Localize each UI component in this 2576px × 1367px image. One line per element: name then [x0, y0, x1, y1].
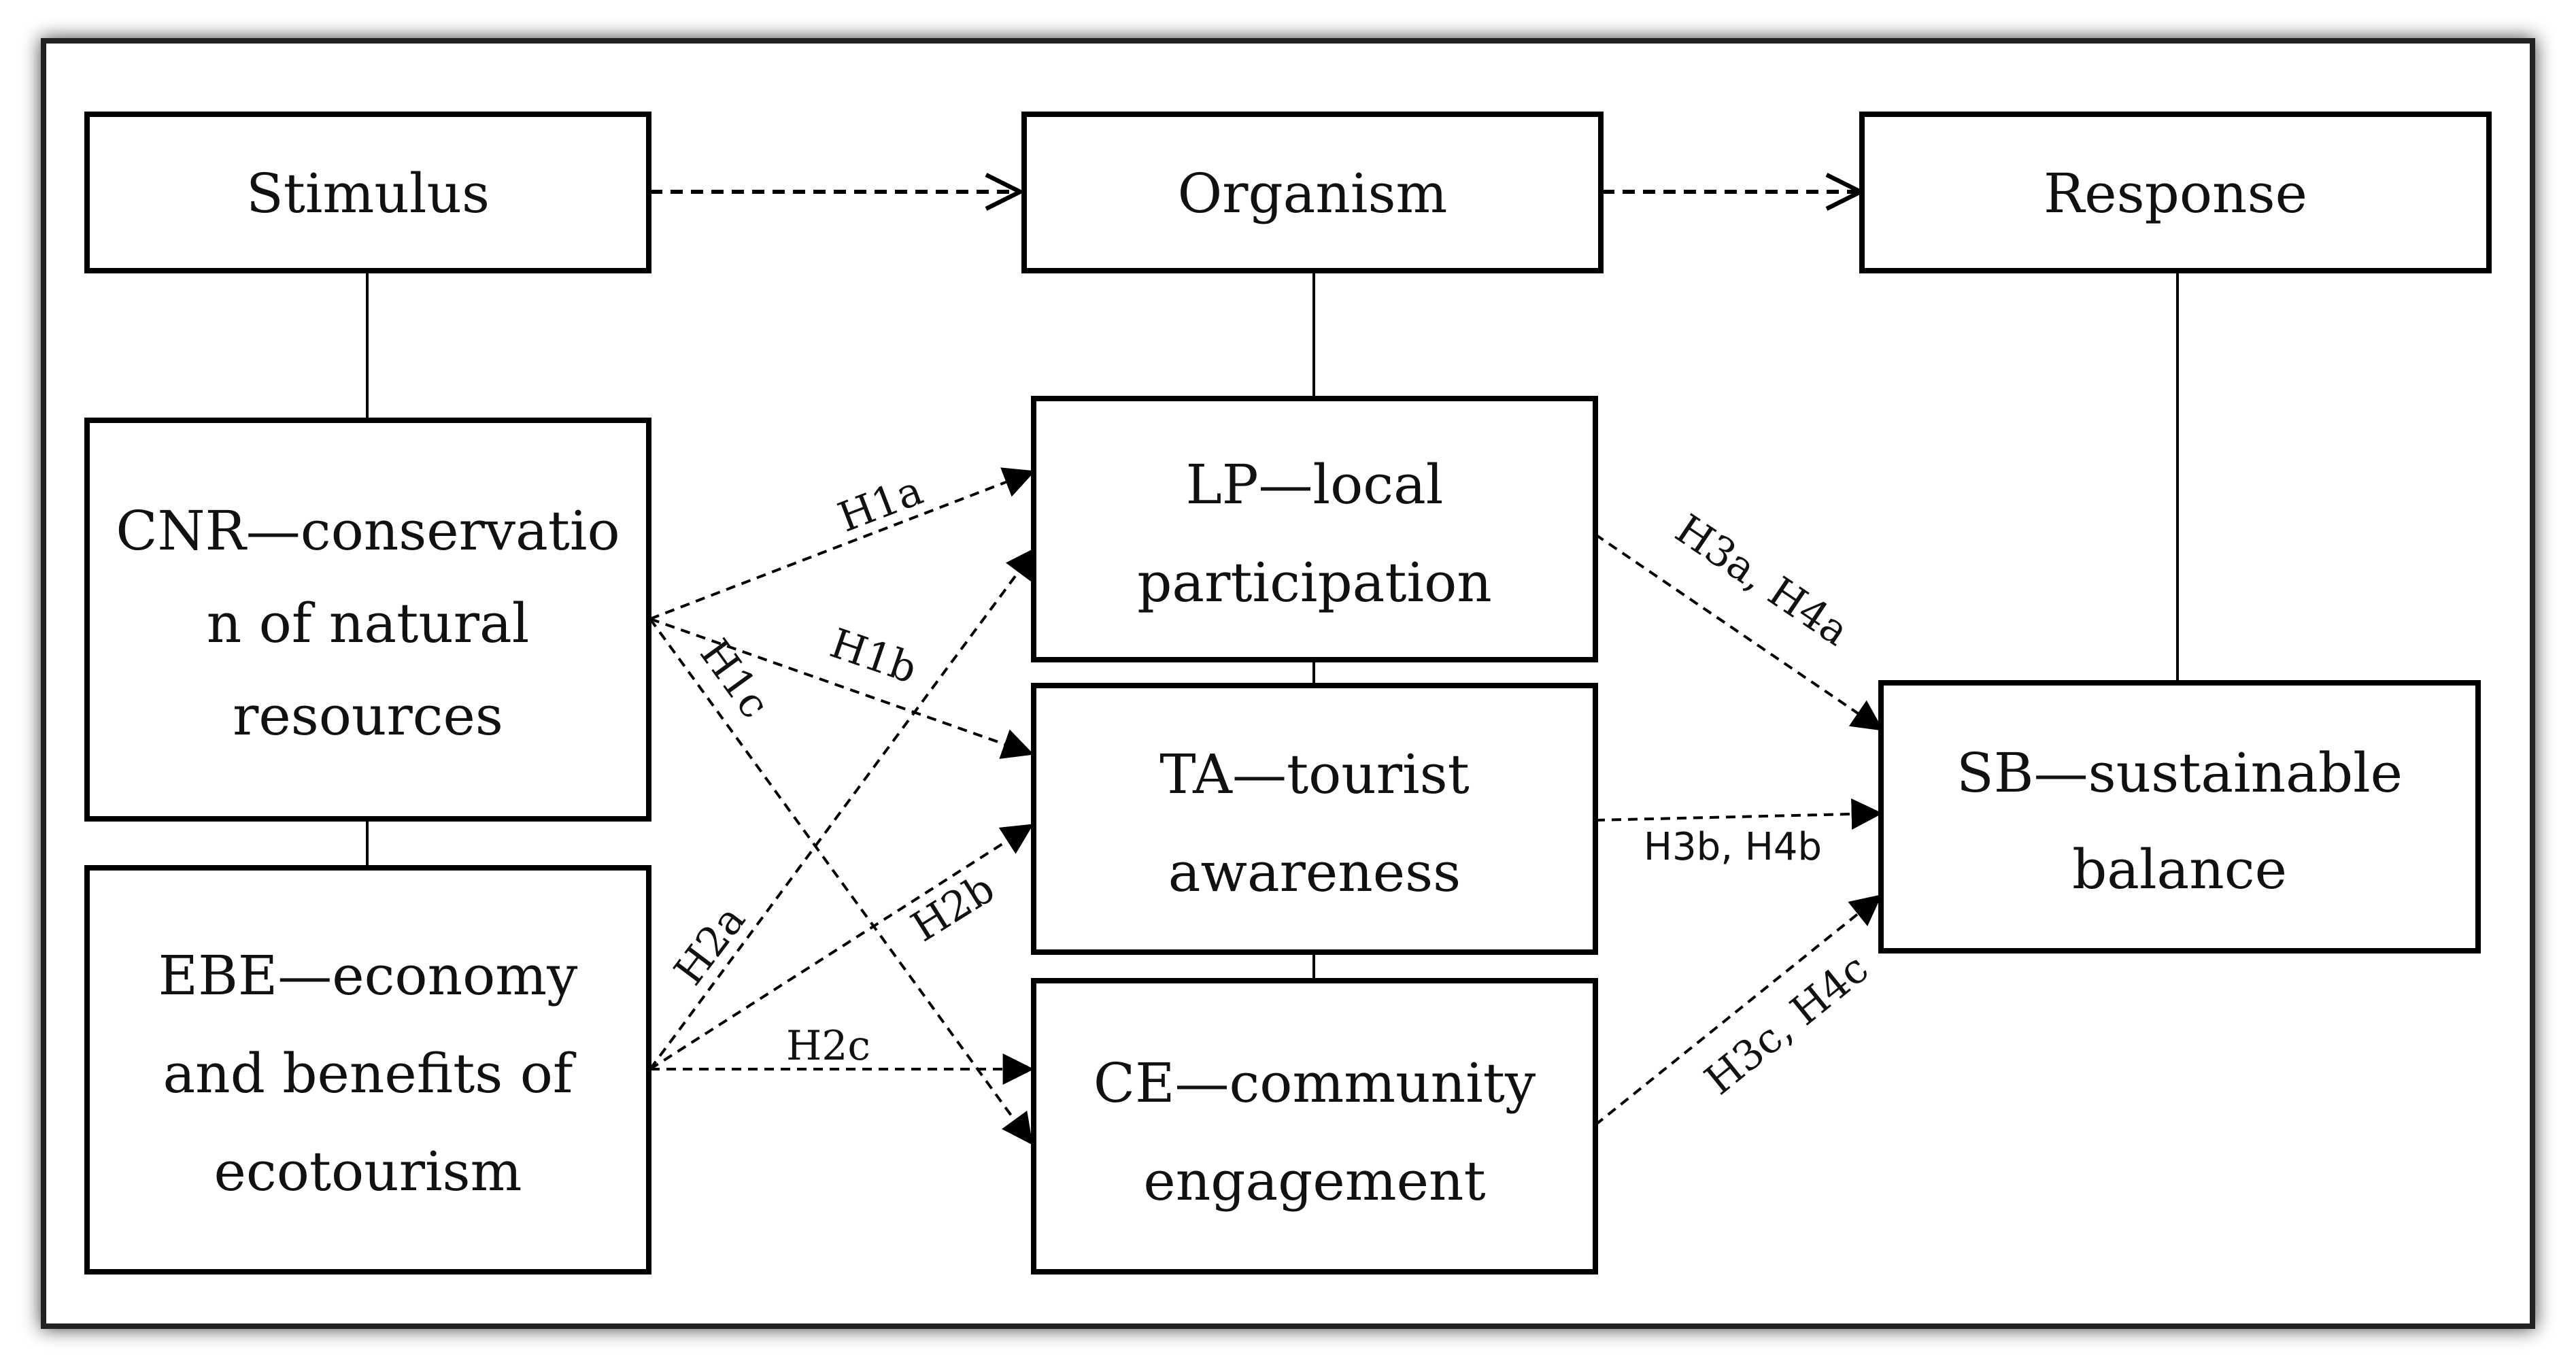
node-sb-line-2: balance — [2072, 838, 2287, 901]
node-ce-line-2: engagement — [1143, 1149, 1485, 1213]
node-ta-line-2: awareness — [1168, 841, 1461, 904]
header-organism-label: Organism — [1178, 162, 1448, 225]
edge-h2b — [649, 824, 1034, 1070]
edge-h3b-h4b — [1595, 798, 1883, 830]
header-response-label: Response — [2044, 162, 2307, 225]
edge-h3c-h4c — [1594, 894, 1882, 1126]
node-ce-line-1: CE—community — [1094, 1051, 1536, 1115]
node-cnr: CNR—conservatio n of natural resources — [84, 418, 651, 822]
edge-h1b — [649, 618, 1034, 759]
node-ta: TA—tourist awareness — [1031, 683, 1598, 955]
node-ebe: EBE—economy and benefits of ecotourism — [84, 865, 651, 1275]
header-stimulus-label: Stimulus — [246, 162, 490, 225]
header-response: Response — [1859, 112, 2492, 273]
node-lp-line-2: participation — [1137, 551, 1492, 614]
node-lp-line-1: LP—local — [1186, 453, 1444, 516]
edge-h2a — [649, 547, 1037, 1070]
edge-label-h3b-h4b: H3b, H4b — [1644, 825, 1822, 869]
node-cnr-line-1: CNR—conservatio — [116, 499, 620, 562]
node-ebe-line-1: EBE—economy — [158, 944, 578, 1007]
edge-h3a-h4a — [1594, 533, 1884, 731]
node-ebe-line-2: and benefits of — [163, 1042, 576, 1105]
edge-h1a — [649, 467, 1036, 620]
header-organism: Organism — [1021, 112, 1604, 273]
header-stimulus: Stimulus — [84, 112, 651, 273]
node-lp: LP—local participation — [1031, 396, 1598, 662]
node-ebe-line-3: ecotourism — [214, 1140, 522, 1203]
edge-h1c — [649, 618, 1033, 1145]
node-sb: SB—sustainable balance — [1878, 680, 2481, 953]
node-sb-line-1: SB—sustainable — [1956, 741, 2403, 805]
node-ta-line-1: TA—tourist — [1159, 743, 1470, 806]
node-ce: CE—community engagement — [1031, 978, 1598, 1275]
edge-label-h2c: H2c — [786, 1022, 870, 1070]
node-cnr-line-3: resources — [233, 684, 503, 747]
node-cnr-line-2: n of natural — [207, 592, 530, 655]
